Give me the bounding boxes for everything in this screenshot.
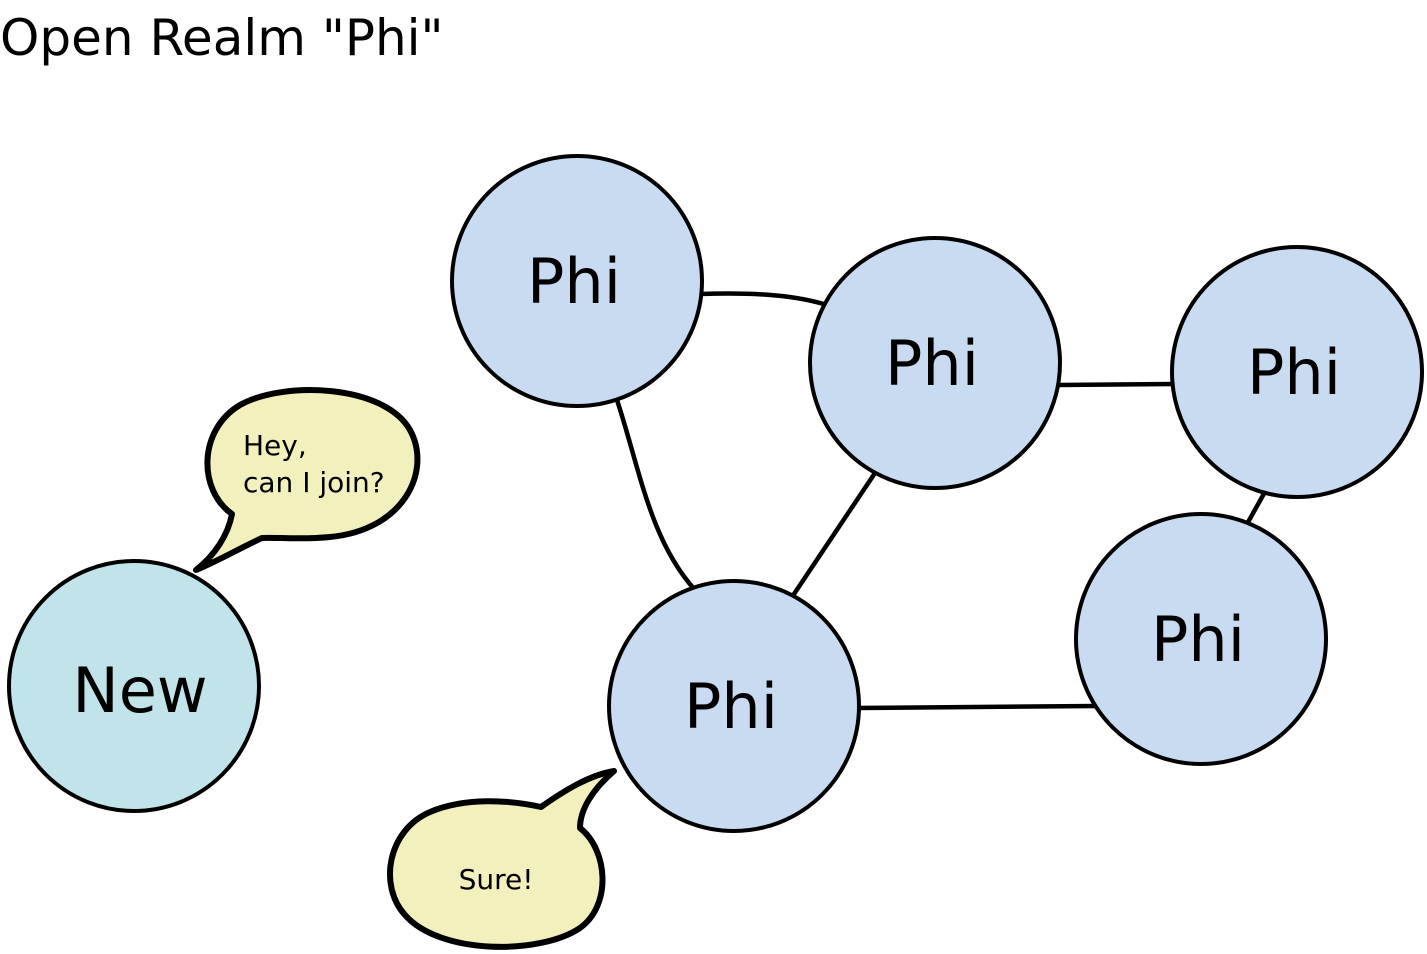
edge-phi1-phi2 [697, 291, 833, 309]
node-phi-1: Phi [450, 154, 704, 408]
node-label: New [72, 654, 207, 727]
node-phi-4: Phi [607, 579, 861, 833]
speech-bubble-request: Hey, can I join? [193, 387, 421, 573]
speech-bubble-reply: Sure! [387, 768, 617, 950]
speech-bubble-shape [193, 387, 421, 573]
node-phi-3: Phi [1170, 245, 1424, 499]
speech-bubble-text: Sure! [459, 863, 534, 896]
node-circle [450, 154, 704, 408]
edge-phi1-phi4 [614, 397, 698, 593]
edges [614, 291, 1269, 711]
edge-phi4-phi5 [853, 703, 1099, 711]
node-circle [1170, 245, 1424, 499]
node-new: New [7, 559, 261, 813]
node-circle [1074, 512, 1328, 766]
node-circle [7, 559, 261, 813]
node-phi-2: Phi [808, 236, 1062, 490]
node-label: Phi [527, 245, 621, 318]
speech-bubble-shape [387, 768, 617, 950]
node-circle [808, 236, 1062, 490]
edge-phi2-phi3 [1055, 381, 1179, 388]
edge-phi2-phi4 [787, 467, 880, 603]
speech-bubble-line-1: Hey, [243, 429, 307, 462]
node-label: Phi [684, 670, 778, 743]
node-label: Phi [1151, 603, 1245, 676]
edge-phi3-phi5 [1244, 487, 1269, 527]
node-circle [607, 579, 861, 833]
node-label: Phi [885, 327, 979, 400]
speech-bubble-line-2: can I join? [243, 466, 385, 499]
node-label: Phi [1247, 336, 1341, 409]
diagram-title: Open Realm "Phi" [0, 9, 444, 67]
node-phi-5: Phi [1074, 512, 1328, 766]
